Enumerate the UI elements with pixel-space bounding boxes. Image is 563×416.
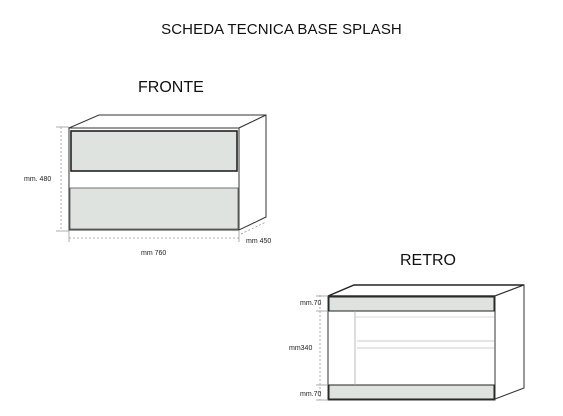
front-view-label: FRONTE xyxy=(138,79,204,96)
front-depth-dim-line xyxy=(240,221,267,235)
back-view-label: RETRO xyxy=(400,252,456,269)
back-view-drawing: mm.70 mm340 mm.70 xyxy=(289,284,525,401)
back-bottom-rail xyxy=(328,384,495,400)
front-depth-dim-label: mm 450 xyxy=(246,238,271,245)
front-lower-drawer xyxy=(69,187,239,230)
front-upper-drawer xyxy=(70,130,238,172)
back-side-face xyxy=(494,284,525,400)
back-bottom-dim-label: mm.70 xyxy=(300,391,322,398)
front-width-dim-label: mm 760 xyxy=(141,250,166,257)
sheet-title: SCHEDA TECNICA BASE SPLASH xyxy=(161,21,402,38)
back-top-dim-label: mm.70 xyxy=(300,300,322,307)
front-height-dim-label: mm. 480 xyxy=(24,176,51,183)
back-top-rail xyxy=(328,296,495,312)
front-side-face xyxy=(238,114,267,231)
front-top-face xyxy=(68,114,267,129)
back-top-face xyxy=(327,284,525,297)
front-view-drawing: mm. 480 mm 760 mm 450 xyxy=(24,114,271,257)
back-middle-dim-label: mm340 xyxy=(289,345,312,352)
